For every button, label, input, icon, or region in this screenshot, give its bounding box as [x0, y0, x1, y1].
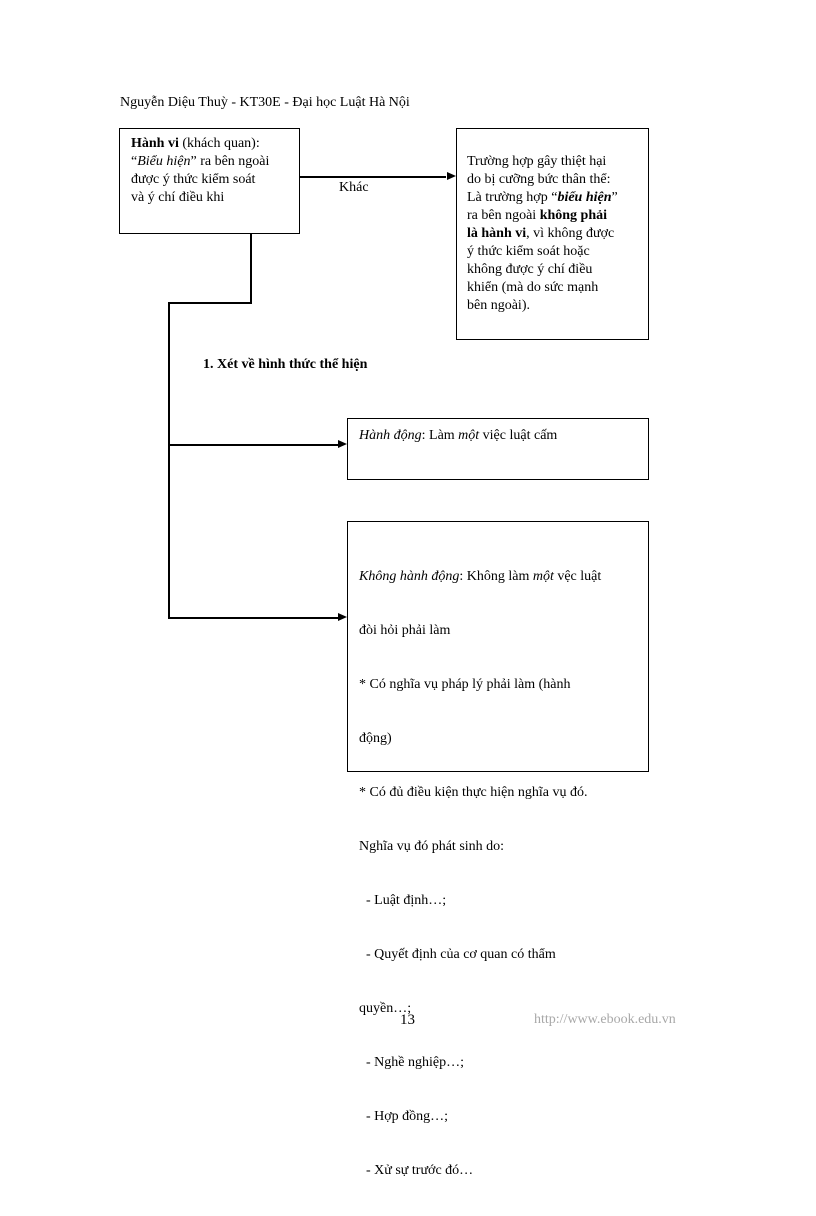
inaction-line-8: quyền…; [359, 1001, 412, 1016]
inaction-line-4: * Có đủ điều kiện thực hiện nghĩa vụ đó. [359, 785, 588, 800]
coercion-line-2: do bị cưỡng bức thân thể: [467, 172, 611, 187]
page-header: Nguyễn Diệu Thuỳ - KT30E - Đại học Luật … [120, 95, 410, 110]
coercion-line-6: ý thức kiểm soát hoặc [467, 244, 590, 259]
coercion-line-4: ra bên ngoài không phải [467, 208, 608, 223]
inaction-line-9: - Nghề nghiệp…; [359, 1055, 464, 1070]
connector-down [250, 234, 252, 303]
arrow-action-head [338, 440, 347, 448]
behavior-line-4: và ý chí điều khi [131, 190, 225, 205]
inaction-title: Không hành động: Không làm một vệc luật [359, 569, 602, 584]
behavior-line-3: được ý thức kiểm soát [131, 172, 256, 187]
section-heading: 1. Xét về hình thức thể hiện [203, 357, 368, 372]
action-box: Hành động: Làm một việc luật cấm [347, 418, 649, 480]
inaction-line-11: - Xử sự trước đó… [359, 1163, 474, 1178]
coercion-box: Trường hợp gây thiệt hại do bị cưỡng bức… [456, 128, 649, 340]
arrow-inaction-shaft [168, 617, 338, 619]
coercion-line-1: Trường hợp gây thiệt hại [467, 154, 607, 169]
action-text: Hành động: Làm một việc luật cấm [359, 428, 558, 443]
inaction-box: Không hành động: Không làm một vệc luật … [347, 521, 649, 1178]
coercion-line-7: không được ý chí điều [467, 262, 593, 277]
arrow-khac-head [447, 172, 456, 180]
page-number: 13 [400, 1012, 415, 1028]
coercion-line-8: khiển (mà do sức mạnh [467, 280, 599, 295]
coercion-line-3: Là trường hợp “biểu hiện” [467, 190, 618, 205]
inaction-line-7: - Quyết định của cơ quan có thẩm [359, 947, 556, 962]
footer-url[interactable]: http://www.ebook.edu.vn [534, 1012, 676, 1027]
behavior-quote: “Biểu hiện” ra bên ngoài [131, 154, 270, 169]
arrow-label-khac: Khác [339, 180, 369, 195]
inaction-line-5: Nghĩa vụ đó phát sinh do: [359, 839, 505, 854]
arrow-inaction-head [338, 613, 347, 621]
inaction-line-1: đòi hỏi phải làm [359, 623, 451, 638]
inaction-line-2: * Có nghĩa vụ pháp lý phải làm (hành [359, 677, 571, 692]
arrow-khac-shaft [300, 176, 446, 178]
inaction-line-6: - Luật định…; [359, 893, 447, 908]
connector-left [168, 302, 252, 304]
arrow-action-shaft [168, 444, 338, 446]
coercion-line-5: là hành vi, vì không được [467, 226, 615, 241]
coercion-line-9: bên ngoài). [467, 298, 530, 313]
behavior-box: Hành vi (khách quan): “Biểu hiện” ra bên… [119, 128, 300, 234]
connector-trunk [168, 302, 170, 618]
inaction-line-3: động) [359, 731, 392, 746]
behavior-title: Hành vi (khách quan): [131, 136, 260, 151]
inaction-line-10: - Hợp đồng…; [359, 1109, 449, 1124]
